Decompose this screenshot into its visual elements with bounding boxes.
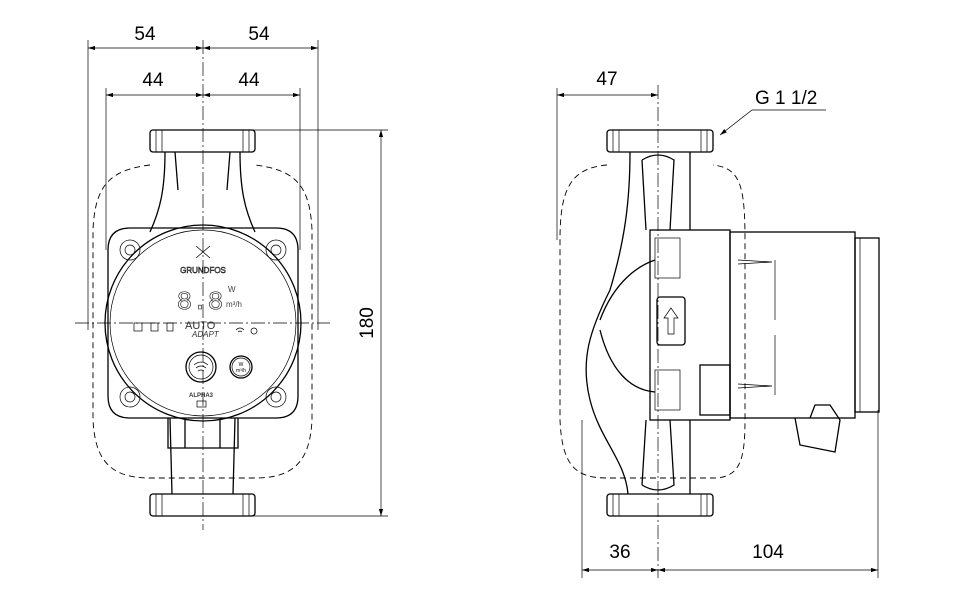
dim-front-outer-right: 54 — [248, 24, 270, 45]
flow-direction-arrow — [656, 296, 686, 346]
mode-button[interactable]: W m³/h — [229, 355, 253, 379]
brand-text: GRUNDFOS — [180, 266, 226, 275]
unit-flow: m³/h — [226, 300, 242, 309]
info-icon — [250, 327, 258, 335]
dim-front-outer-left: 54 — [134, 24, 156, 45]
grundfos-logo: GRUNDFOS — [180, 245, 226, 275]
dim-side-bottom-left: 36 — [609, 542, 630, 563]
mode-adapt: ADAPT — [191, 330, 220, 339]
button-label-w: W — [239, 362, 244, 368]
connect-button[interactable] — [185, 351, 217, 383]
wifi-icon — [235, 327, 245, 333]
wifi-icon — [193, 361, 209, 372]
dim-height: 180 — [357, 307, 378, 339]
mode-icon-1 — [133, 322, 143, 332]
button-label-flow: m³/h — [236, 368, 246, 374]
model-label: ALPHA3 — [189, 393, 214, 399]
side-view: 47 36 104 G 1 1/2 — [556, 69, 880, 578]
dim-front-inner-right: 44 — [238, 70, 260, 91]
front-view: 54 54 44 44 180 GRUNDFOS 8.8 W m³/h AUTO… — [75, 24, 388, 530]
dim-side-top: 47 — [596, 69, 617, 90]
mode-auto: AUTO — [185, 320, 216, 332]
unit-w: W — [228, 285, 236, 294]
connector-icon — [196, 400, 207, 408]
mode-icon-3 — [166, 322, 174, 332]
display-readout: 8.8 — [177, 287, 224, 317]
dim-side-bottom-right: 104 — [752, 542, 784, 563]
thread-label: G 1 1/2 — [755, 88, 817, 109]
dim-front-inner-left: 44 — [142, 70, 164, 91]
mode-icon-2 — [150, 322, 159, 332]
